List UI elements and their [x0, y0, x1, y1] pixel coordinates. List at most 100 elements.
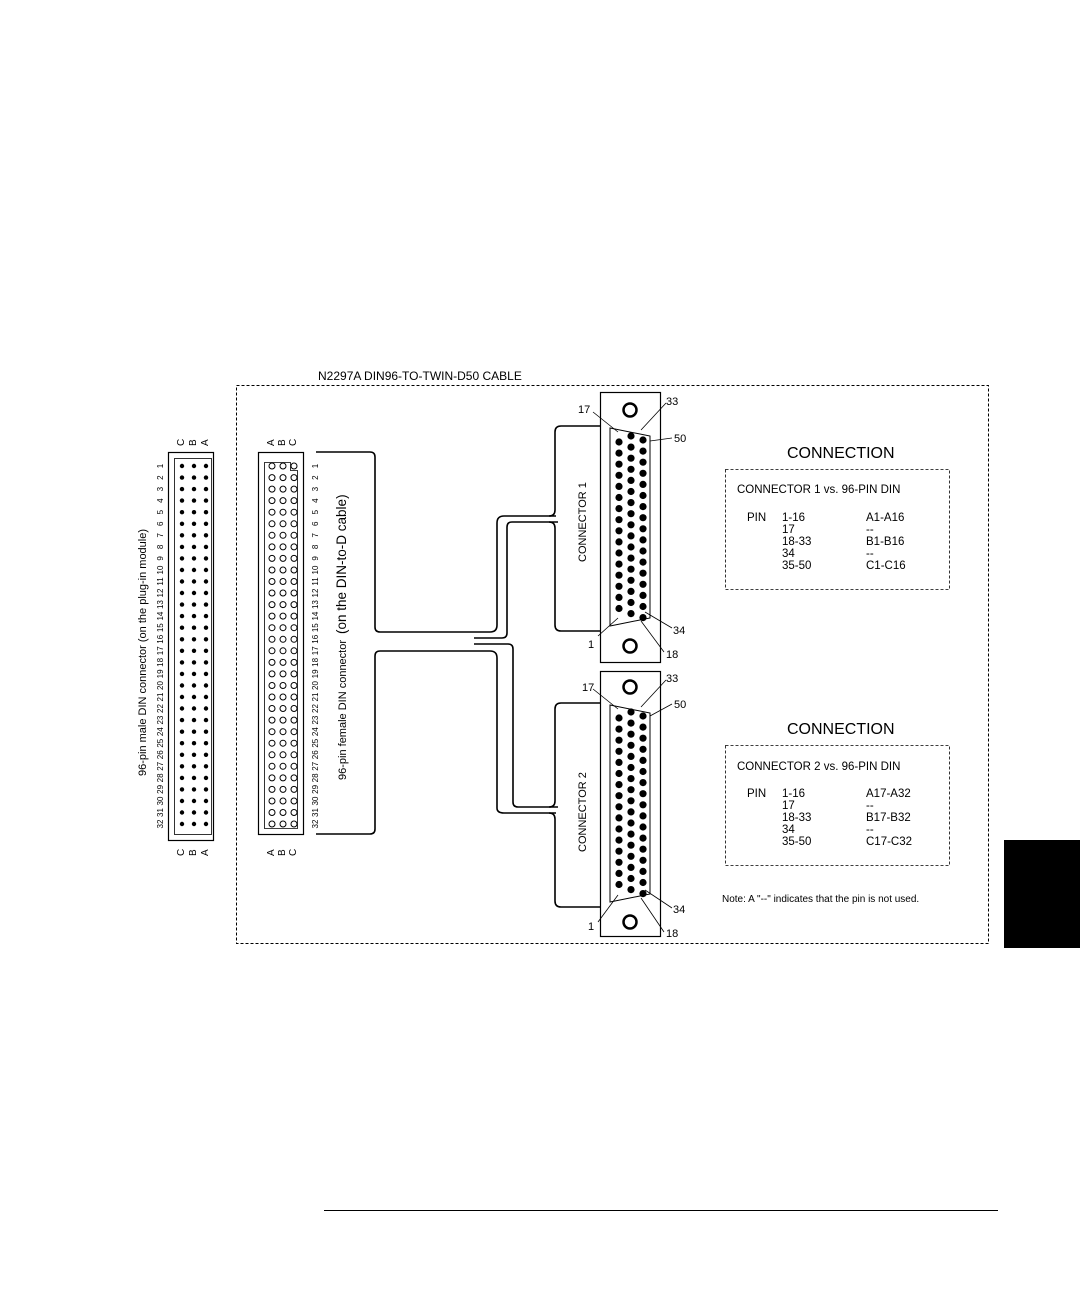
- table-2-row-2-din: --: [866, 800, 874, 812]
- male-din-pin: [191, 625, 197, 630]
- male-din-pin: [203, 671, 209, 677]
- table-1-box: [725, 469, 950, 590]
- cable-1-upper-outer: [316, 451, 556, 633]
- d50-pin: [627, 521, 635, 529]
- d50-pin: [627, 797, 635, 805]
- female-din-pin-numbers: 1234567891011121314151617181920212223242…: [311, 463, 320, 828]
- male-din-pin: [203, 521, 209, 526]
- male-din-pin-number: 16: [156, 634, 165, 643]
- d50-pin: [615, 538, 623, 546]
- d50-pin: [639, 525, 647, 533]
- d50-pin: [615, 758, 623, 767]
- table-1-row-2-pin: 17: [782, 524, 795, 536]
- male-din-pin-number: 17: [156, 646, 165, 655]
- d50-2-pin33: 33: [666, 673, 678, 685]
- male-din-pin: [203, 637, 209, 642]
- d50-pin: [627, 465, 635, 473]
- male-din-pin: [191, 521, 197, 526]
- d50-pin: [627, 598, 635, 607]
- female-din-socket: [290, 716, 298, 724]
- male-din-pin: [191, 613, 197, 619]
- d50-pin: [639, 790, 647, 798]
- d50-pin: [639, 514, 647, 522]
- d50-pin: [615, 505, 623, 513]
- d50-pin: [627, 886, 635, 894]
- female-din-socket: [268, 520, 276, 528]
- male-din-pin: [191, 463, 197, 469]
- male-din-pin: [191, 579, 197, 584]
- female-din-socket: [290, 624, 298, 632]
- d50-pin: [639, 591, 647, 600]
- male-din-pin: [203, 798, 209, 804]
- female-din-socket: [290, 809, 298, 816]
- female-din-socket: [279, 693, 287, 701]
- male-din-pin-number: 15: [156, 623, 165, 632]
- cable-1-branch-top: [548, 425, 600, 517]
- d50-pin: [639, 845, 647, 853]
- table-1-row-1-pin: 1-16: [782, 512, 805, 524]
- male-din-pin-numbers: 1234567891011121314151617181920212223242…: [156, 463, 165, 828]
- d50-pin: [627, 841, 635, 849]
- male-din-pin: [191, 556, 197, 561]
- male-din-pin: [179, 625, 185, 630]
- d50-pin: [615, 560, 623, 568]
- d50-1-screw-bottom: [622, 638, 638, 654]
- female-din-socket: [268, 774, 276, 782]
- female-din-pin-number: 11: [311, 577, 320, 586]
- d50-pin: [615, 792, 623, 800]
- female-din-socket: [268, 820, 276, 828]
- male-row-letter-b-bottom: B: [188, 849, 199, 856]
- female-din-pin-number: 15: [311, 623, 320, 632]
- d50-pin: [615, 847, 623, 855]
- male-din-pin-number: 2: [156, 475, 165, 480]
- d50-1-pin33: 33: [666, 396, 678, 408]
- female-din-socket: [268, 797, 276, 805]
- d50-pin: [615, 516, 623, 524]
- male-din-pin: [179, 579, 185, 584]
- male-din-pin: [191, 637, 197, 642]
- male-din-pin: [179, 510, 185, 515]
- male-din-pin: [203, 556, 209, 561]
- female-din-pin-number: 10: [311, 565, 320, 574]
- female-din-socket: [279, 612, 287, 620]
- table-1-pin-label: PIN: [747, 512, 766, 524]
- d50-pin: [615, 747, 623, 755]
- male-din-pin: [179, 613, 185, 619]
- male-din-pin: [179, 637, 185, 642]
- male-din-pin-number: 28: [156, 773, 165, 782]
- male-din-connector: 1234567891011121314151617181920212223242…: [137, 439, 215, 856]
- female-din-socket: [290, 531, 298, 539]
- male-din-pin: [203, 613, 209, 619]
- male-din-pin: [191, 729, 197, 734]
- male-din-pin: [203, 706, 209, 711]
- male-din-pin: [191, 602, 197, 607]
- male-din-pin: [179, 821, 185, 827]
- d50-pin: [639, 867, 647, 876]
- table-2-box: [725, 745, 950, 866]
- female-din-pin-number: 29: [311, 784, 320, 793]
- d50-1-pin17: 17: [578, 404, 590, 416]
- female-din-pin-number: 26: [311, 750, 320, 759]
- female-din-socket: [279, 474, 287, 482]
- female-din-socket: [268, 809, 276, 816]
- male-din-pin: [179, 590, 185, 596]
- male-din-pin-number: 4: [156, 498, 165, 503]
- female-din-socket: [279, 566, 287, 574]
- male-din-pin-number: 11: [156, 577, 165, 586]
- female-din-socket: [268, 785, 276, 793]
- female-din-socket: [290, 785, 298, 793]
- d50-pin: [639, 547, 647, 555]
- female-din-socket: [279, 670, 287, 678]
- male-din-pin: [179, 521, 185, 526]
- male-din-pin: [203, 660, 209, 665]
- male-din-pin: [203, 533, 209, 538]
- female-din-socket: [268, 728, 276, 736]
- female-din-socket: [290, 682, 298, 689]
- cable-1-upper-inner: [474, 521, 558, 639]
- d50-pin: [639, 602, 647, 611]
- female-din-socket: [279, 531, 287, 539]
- female-din-socket: [279, 739, 287, 747]
- table-2-row-1-din: A17-A32: [866, 788, 911, 800]
- footer-rule: [324, 1210, 998, 1211]
- male-din-pin: [203, 717, 209, 723]
